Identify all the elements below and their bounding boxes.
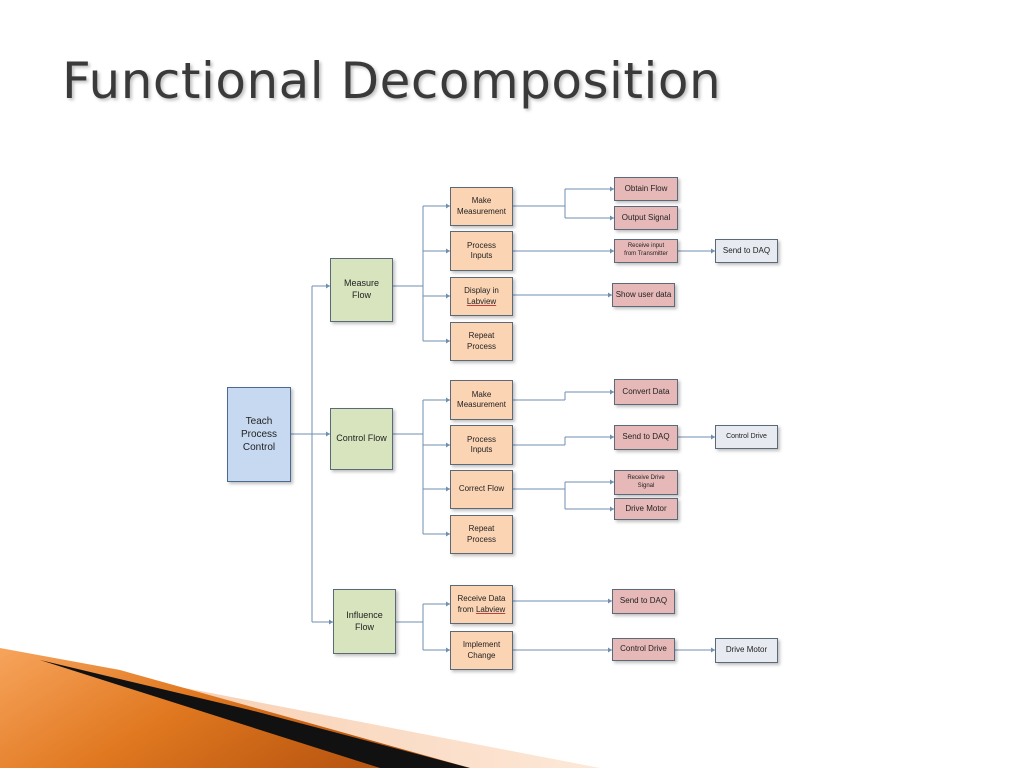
node-control-drive: Control Drive [715,425,778,449]
node-repeat-process: Repeat Process [450,322,513,361]
node-control-flow: Control Flow [330,408,393,470]
node-implement-change: Implement Change [450,631,513,670]
node-influence-flow: Influence Flow [333,589,396,654]
slide-title: Functional Decomposition [62,52,722,110]
node-receive-data-from-labview: Receive Data from Labview [450,585,513,624]
node-send-to-daq: Send to DAQ [612,589,675,614]
node-show-user-data: Show user data [612,283,675,307]
node-measure-flow: Measure Flow [330,258,393,322]
node-display-in-labview: Display in Labview [450,277,513,316]
root-node-teach-process-control: Teach Process Control [227,387,291,482]
labview-underlined: Labview [475,604,506,614]
node-receive-input-from-transmitter: Receive input from Transmitter [614,239,678,263]
node-correct-flow: Correct Flow [450,470,513,509]
node-convert-data: Convert Data [614,379,678,405]
node-drive-motor: Drive Motor [715,638,778,663]
node-send-to-daq: Send to DAQ [614,425,678,450]
corner-swoosh-decoration [0,648,600,768]
node-repeat-process: Repeat Process [450,515,513,554]
node-send-to-daq: Send to DAQ [715,239,778,263]
node-output-signal: Output Signal [614,206,678,230]
node-control-drive: Control Drive [612,638,675,661]
node-drive-motor: Drive Motor [614,498,678,520]
node-make-measurement: Make Measurement [450,380,513,420]
node-make-measurement: Make Measurement [450,187,513,226]
node-obtain-flow: Obtain Flow [614,177,678,201]
node-receive-drive-signal: Receive Drive Signal [614,470,678,495]
node-process-inputs: Process Inputs [450,425,513,465]
node-process-inputs: Process Inputs [450,231,513,271]
